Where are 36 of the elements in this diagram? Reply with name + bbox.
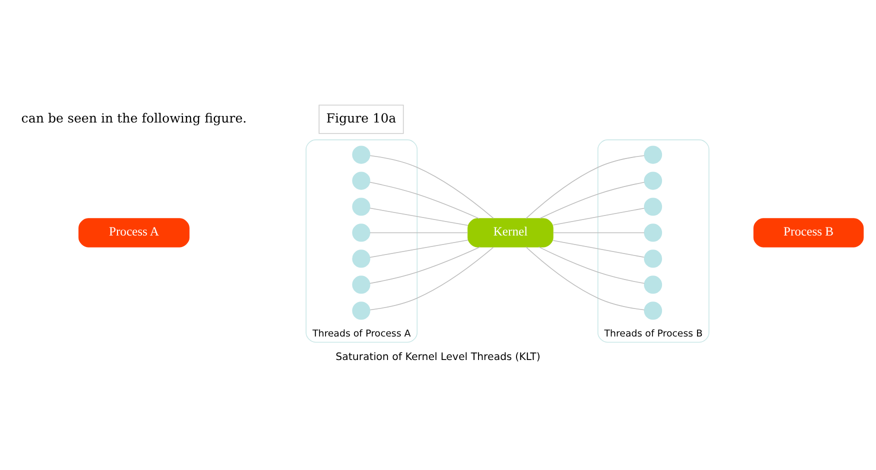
- connector: [526, 154, 645, 218]
- connector: [370, 246, 480, 284]
- node-circle: [352, 249, 370, 268]
- node-circle: [352, 301, 370, 320]
- node-circle: [644, 145, 662, 164]
- connector: [552, 207, 645, 225]
- connector: [370, 232, 468, 233]
- cluster: Threads of Process A: [306, 138, 418, 342]
- connector: [538, 246, 645, 284]
- connector: [370, 207, 468, 226]
- connector: [370, 246, 494, 310]
- connector: [540, 181, 645, 218]
- cluster: Threads of Process B: [598, 138, 710, 342]
- node-circle: [352, 275, 370, 294]
- caption: Saturation of Kernel Level Threads (KLT): [336, 351, 540, 362]
- node-circle: [352, 197, 370, 216]
- label: can be seen in the following figure.: [21, 110, 247, 125]
- node-circle: [352, 171, 370, 190]
- node-box: Kernel: [468, 218, 554, 247]
- node-box: Process B: [753, 218, 864, 247]
- node-circle: [644, 301, 662, 320]
- connector: [552, 232, 645, 233]
- node-circle: [352, 145, 370, 164]
- node-box: Process A: [78, 218, 190, 247]
- connector: [370, 154, 494, 218]
- connector: [370, 239, 468, 258]
- node-circle: [644, 223, 662, 242]
- label: Figure 10a: [326, 110, 396, 125]
- node-circle: [352, 223, 370, 242]
- node-circle: [644, 197, 662, 216]
- node-circle: [644, 275, 662, 294]
- node-circle: [644, 249, 662, 268]
- connector: [370, 181, 480, 218]
- connector: [526, 246, 645, 310]
- node-circle: [644, 171, 662, 190]
- connector: [552, 240, 645, 258]
